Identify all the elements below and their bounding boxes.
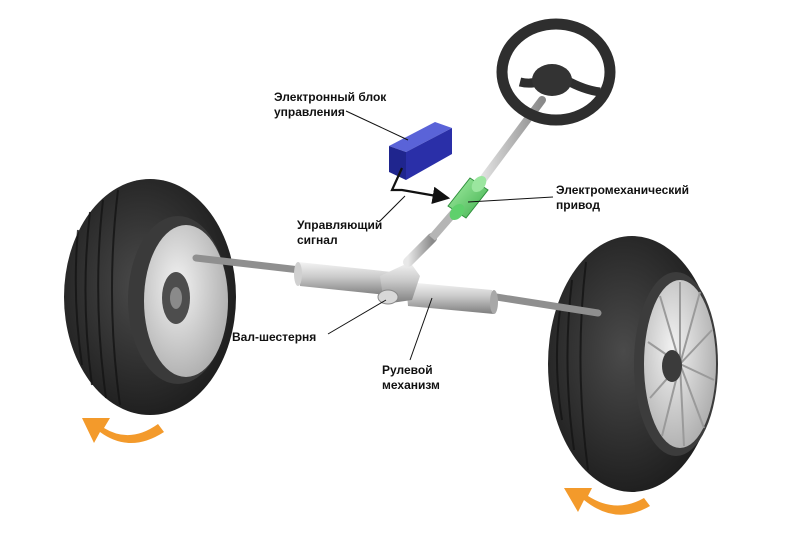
signal-label-line-1: Управляющий — [297, 218, 383, 232]
motor-label: Электромеханический привод — [556, 183, 689, 213]
electronic-control-unit — [389, 122, 452, 180]
right-wheel — [548, 236, 718, 492]
ecu-label-line-2: управления — [274, 105, 345, 119]
motor-label-line-2: привод — [556, 198, 600, 212]
leader-lines — [327, 110, 554, 361]
steering-wheel — [496, 18, 616, 126]
pinion-label: Вал-шестерня — [232, 330, 316, 345]
ecu-label: Электронный блок управления — [274, 90, 386, 120]
steering-rack — [192, 254, 602, 317]
motor-label-line-1: Электромеханический — [556, 183, 690, 197]
signal-label: Управляющий сигнал — [297, 218, 382, 248]
rack-label-line-2: механизм — [382, 378, 440, 392]
control-signal-line — [390, 167, 451, 205]
rack-label-line-1: Рулевой — [382, 363, 433, 377]
ecu-label-line-1: Электронный блок — [274, 90, 387, 104]
electromechanical-motor — [447, 176, 489, 220]
pinion-label-line-1: Вал-шестерня — [232, 330, 317, 344]
signal-label-line-2: сигнал — [297, 233, 338, 247]
left-wheel — [64, 179, 236, 415]
left-rotation-arrow-icon — [82, 418, 164, 443]
right-rotation-arrow-icon — [564, 488, 650, 515]
rack-label: Рулевой механизм — [382, 363, 440, 393]
